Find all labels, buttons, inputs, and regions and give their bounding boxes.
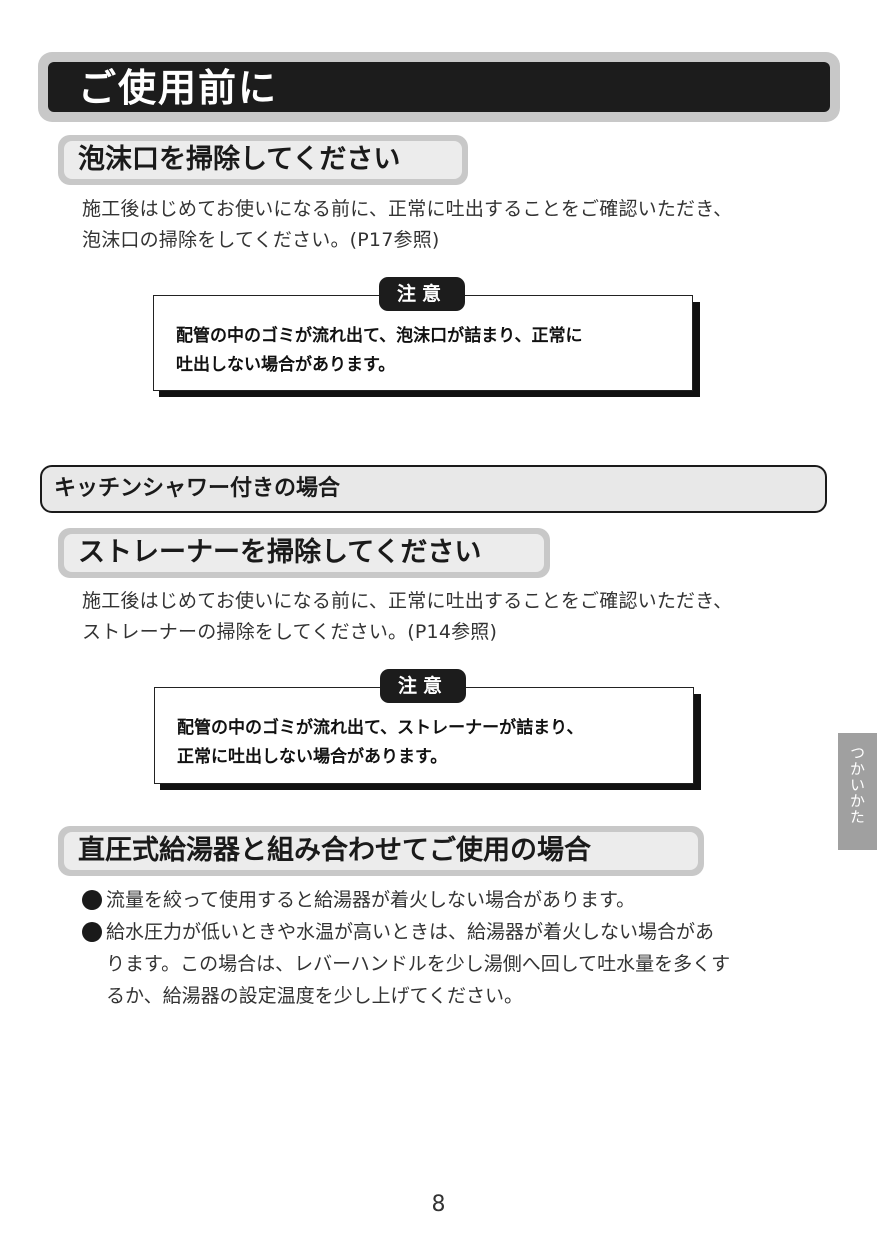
caution-badge: 注意 xyxy=(379,277,465,311)
side-index-tab: つかいかた xyxy=(838,733,877,850)
caution-line: 吐出しない場合があります。 xyxy=(176,355,396,375)
paragraph-line: 施工後はじめてお使いになる前に、正常に吐出することをご確認いただき、 xyxy=(82,590,733,612)
list-item: 流量を絞って使用すると給湯器が着火しない場合があります。 xyxy=(82,884,822,916)
caution-box-strainer: 配管の中のゴミが流れ出て、ストレーナーが詰まり、 正常に吐出しない場合があります… xyxy=(154,687,694,784)
caution-badge: 注意 xyxy=(380,669,466,703)
kitchen-shower-label: キッチンシャワー付きの場合 xyxy=(54,476,341,501)
water-heater-notes: 流量を絞って使用すると給湯器が着火しない場合があります。 給水圧力が低いときや水… xyxy=(82,884,822,1012)
kitchen-shower-banner: キッチンシャワー付きの場合 xyxy=(40,465,827,513)
section-heading-strainer: ストレーナーを掃除してください xyxy=(58,528,550,578)
section-heading-aerator: 泡沫口を掃除してください xyxy=(58,135,468,185)
bullet-icon xyxy=(82,922,102,942)
caution-text: 配管の中のゴミが流れ出て、ストレーナーが詰まり、 正常に吐出しない場合があります… xyxy=(177,714,681,772)
section-paragraph-aerator: 施工後はじめてお使いになる前に、正常に吐出することをご確認いただき、 泡沫口の掃… xyxy=(82,194,732,256)
caution-line: 配管の中のゴミが流れ出て、ストレーナーが詰まり、 xyxy=(177,718,584,738)
paragraph-line: ストレーナーの掃除をしてください。(P14参照) xyxy=(82,621,498,643)
page-number: 8 xyxy=(431,1192,446,1217)
section-heading-text: ストレーナーを掃除してください xyxy=(78,537,482,568)
page-title-bar: ご使用前に xyxy=(38,52,840,122)
caution-box-aerator: 配管の中のゴミが流れ出て、泡沫口が詰まり、正常に 吐出しない場合があります。 xyxy=(153,295,693,391)
section-paragraph-strainer: 施工後はじめてお使いになる前に、正常に吐出することをご確認いただき、 ストレーナ… xyxy=(82,586,732,648)
section-heading-text: 泡沫口を掃除してください xyxy=(78,144,401,175)
bullet-icon xyxy=(82,890,102,910)
paragraph-line: 泡沫口の掃除をしてください。(P17参照) xyxy=(82,229,440,251)
section-heading-text: 直圧式給湯器と組み合わせてご使用の場合 xyxy=(78,835,591,866)
page-title: ご使用前に xyxy=(78,66,279,110)
page-title-background: ご使用前に xyxy=(48,62,830,112)
section-heading-water-heater: 直圧式給湯器と組み合わせてご使用の場合 xyxy=(58,826,704,876)
paragraph-line: 施工後はじめてお使いになる前に、正常に吐出することをご確認いただき、 xyxy=(82,198,733,220)
side-tab-label: つかいかた xyxy=(848,745,866,825)
caution-line: 正常に吐出しない場合があります。 xyxy=(177,747,448,767)
caution-line: 配管の中のゴミが流れ出て、泡沫口が詰まり、正常に xyxy=(176,326,583,346)
list-item: 給水圧力が低いときや水温が高いときは、給湯器が着火しない場合があ ります。この場… xyxy=(82,916,822,1012)
caution-text: 配管の中のゴミが流れ出て、泡沫口が詰まり、正常に 吐出しない場合があります。 xyxy=(176,322,680,380)
